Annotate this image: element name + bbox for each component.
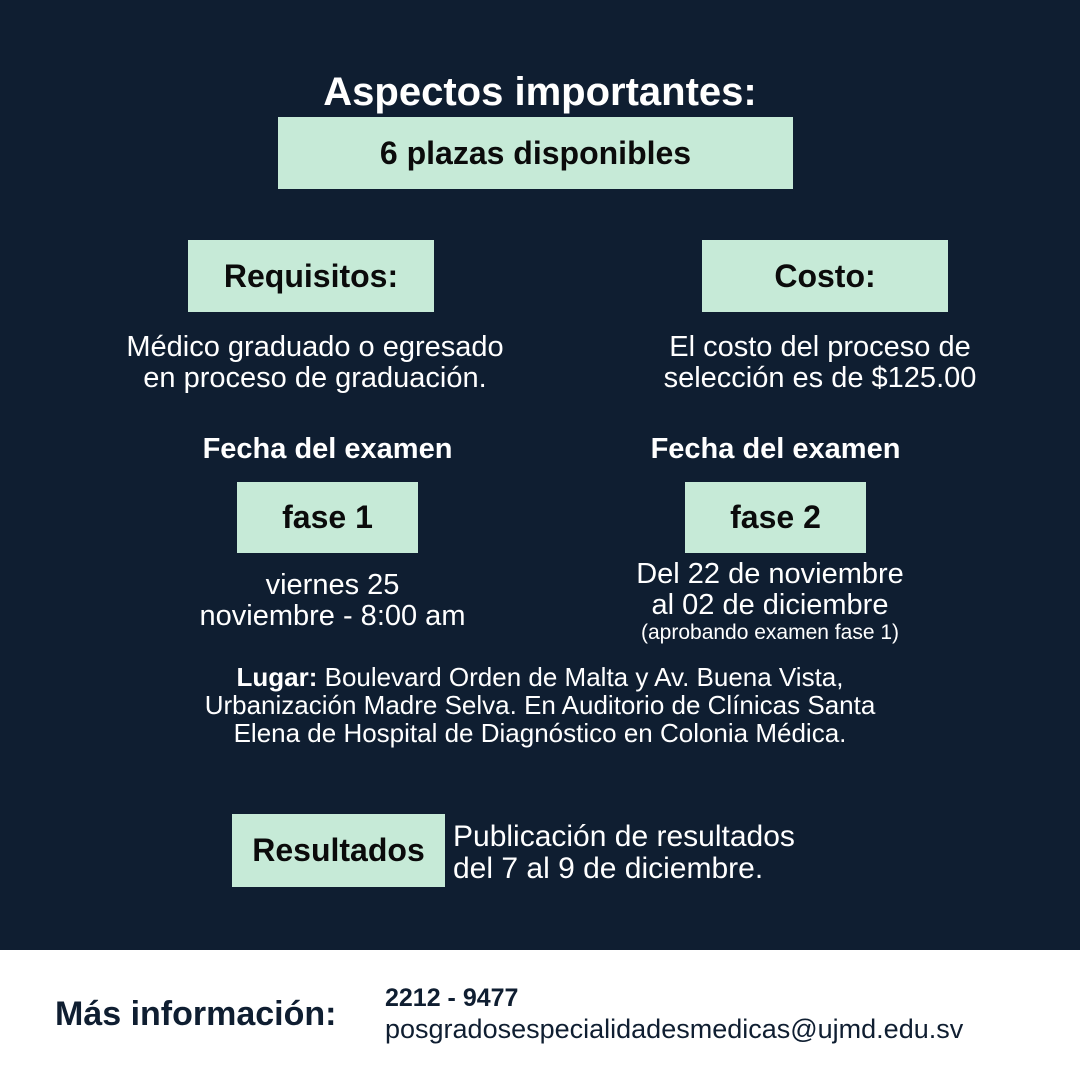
requisitos-line: Médico graduado o egresado [126,331,504,363]
costo-line: selección es de $125.00 [663,362,977,394]
lugar-line-2: Urbanización Madre Selva. En Auditorio d… [204,690,876,720]
footer-phone[interactable]: 2212 - 9477 [385,984,519,1012]
fase2-heading: Fecha del examen [650,433,901,465]
lugar-label: Lugar: [236,662,318,692]
costo-text: El costo del proceso de selección es de … [560,332,1080,394]
requisitos-text: Médico graduado o egresado en proceso de… [40,332,590,394]
footer: Más información: 2212 - 9477 posgradoses… [0,950,1080,1080]
costo-line: El costo del proceso de [669,331,971,363]
resultados-line: del 7 al 9 de diciembre. [453,852,764,885]
plazas-text: 6 plazas disponibles [379,134,692,171]
fase1-label: fase 1 [282,499,373,535]
footer-email[interactable]: posgradosespecialidadesmedicas@ujmd.edu.… [385,1014,964,1044]
footer-label: Más información: [55,995,337,1033]
fase2-note: (aprobando examen fase 1) [641,621,899,644]
requisitos-label-box: Requisitos: [188,240,434,312]
costo-label-box: Costo: [702,240,948,312]
fase2-line: al 02 de diciembre [651,589,889,621]
fase1-line: noviembre - 8:00 am [199,600,466,632]
lugar-line-1: Lugar: Boulevard Orden de Malta y Av. Bu… [100,663,980,691]
resultados-label-box: Resultados [232,814,445,887]
fase2-date: Del 22 de noviembre al 02 de diciembre (… [560,559,980,645]
resultados-line: Publicación de resultados [453,820,795,853]
fase1-date: viernes 25 noviembre - 8:00 am [120,570,545,632]
requisitos-label: Requisitos: [223,257,399,294]
lugar-text: Lugar: Boulevard Orden de Malta y Av. Bu… [100,663,980,747]
costo-label: Costo: [774,257,876,294]
plazas-badge: 6 plazas disponibles [278,117,793,189]
fase1-heading: Fecha del examen [202,433,453,465]
lugar-line-3: Elena de Hospital de Diagnóstico en Colo… [233,718,847,748]
fase2-label: fase 2 [730,499,821,535]
fase2-label-box: fase 2 [685,482,866,553]
resultados-label: Resultados [252,832,425,868]
page-title: Aspectos importantes: [323,70,757,114]
lugar-line-1-text: Boulevard Orden de Malta y Av. Buena Vis… [317,662,844,692]
fase2-line: Del 22 de noviembre [636,558,904,590]
requisitos-line: en proceso de graduación. [143,362,487,394]
resultados-text: Publicación de resultados del 7 al 9 de … [453,821,795,885]
fase1-label-box: fase 1 [237,482,418,553]
fase1-line: viernes 25 [265,569,400,601]
